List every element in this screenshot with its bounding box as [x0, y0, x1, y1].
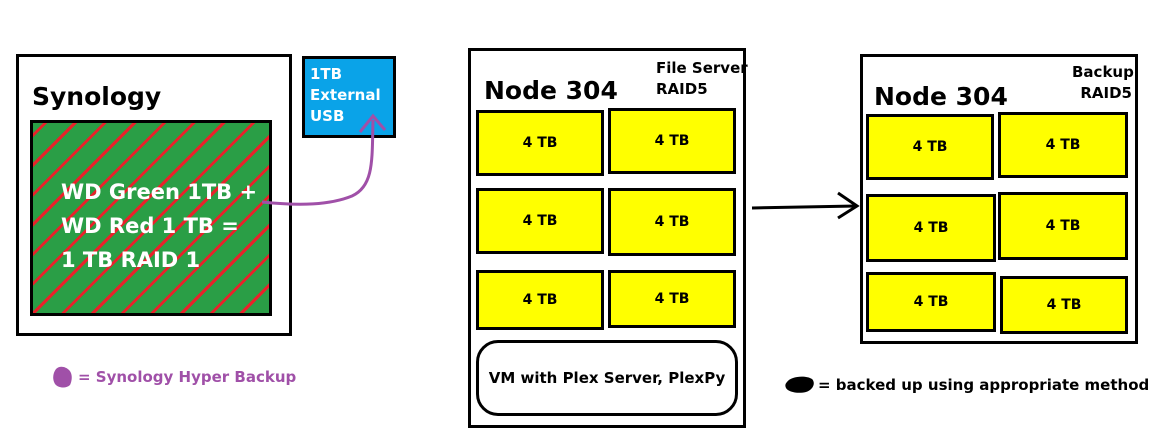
backup-server-title: Node 304 — [874, 82, 1008, 111]
file-server-drive-5: 4 TB — [476, 270, 604, 330]
backed-up-legend-label: = backed up using appropriate method — [818, 376, 1150, 394]
file-server-title: Node 304 — [484, 76, 618, 105]
backup-drive-4: 4 TB — [998, 192, 1128, 260]
hyper-backup-legend-swatch-icon — [53, 366, 72, 388]
hyper-backup-arrow — [261, 119, 375, 206]
synology-title: Synology — [32, 82, 162, 111]
synology-raid1-volume: WD Green 1TB + WD Red 1 TB = 1 TB RAID 1 — [30, 120, 272, 316]
plex-vm: VM with Plex Server, PlexPy — [476, 340, 738, 416]
file-server-drive-3: 4 TB — [476, 188, 604, 254]
hyper-backup-legend-label: = Synology Hyper Backup — [78, 368, 297, 386]
file-server-drive-2: 4 TB — [608, 108, 736, 174]
file-server-drive-1: 4 TB — [476, 110, 604, 176]
backup-server-role: Backup RAID5 — [1072, 63, 1134, 102]
file-server-role: File Server RAID5 — [656, 59, 748, 98]
backed-up-legend-swatch-icon — [785, 376, 814, 393]
file-server-drive-6: 4 TB — [608, 270, 736, 328]
backup-arrowhead — [837, 191, 860, 220]
backup-drive-5: 4 TB — [866, 272, 996, 332]
backup-drive-3: 4 TB — [866, 194, 996, 262]
raid1-label: WD Green 1TB + WD Red 1 TB = 1 TB RAID 1 — [61, 180, 258, 272]
hyper-backup-arrowhead — [358, 113, 387, 133]
backup-drive-2: 4 TB — [998, 112, 1128, 178]
file-server-drive-4: 4 TB — [608, 188, 736, 256]
backup-drive-1: 4 TB — [866, 114, 994, 180]
backup-drive-6: 4 TB — [1000, 276, 1128, 334]
external-usb-drive: 1TB External USB — [302, 56, 396, 138]
backup-arrow — [751, 204, 857, 210]
